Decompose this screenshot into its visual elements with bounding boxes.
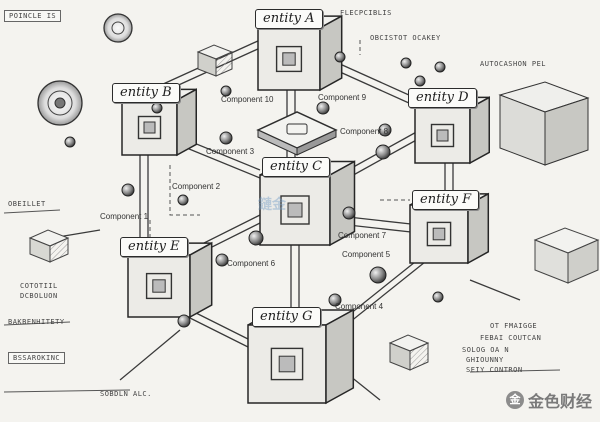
note-left-4: BAKBENHITETY: [8, 318, 65, 326]
component-4-label: Component 4: [335, 302, 384, 311]
cube-emblem-inner: [282, 52, 296, 66]
cube-side-face: [189, 241, 213, 319]
component-node: [121, 183, 135, 197]
component-node: [400, 57, 412, 69]
cube-side-face: [467, 192, 490, 265]
component-node: [432, 291, 444, 303]
component-node: [369, 266, 387, 284]
decor-top-small-cube: [196, 44, 234, 77]
entity-d-label: entity D: [408, 88, 477, 108]
cube-side-face: [469, 96, 490, 165]
note-bottom-right-4: GHIOUNNY: [466, 356, 504, 364]
component-node: [219, 131, 233, 145]
component-7-label: Component 7: [338, 231, 387, 240]
cube-emblem: [145, 272, 173, 300]
cube-emblem-inner: [152, 279, 166, 293]
note-bottom-left-1: BSSAROKINC: [8, 352, 66, 364]
component-1-label: Component 1: [100, 212, 149, 221]
watermark: 金 金色财经: [505, 388, 592, 412]
note-top-left: POINCLE IS: [4, 10, 62, 22]
component-8-label: Component 8: [340, 127, 389, 136]
component-3-label: Component 3: [206, 147, 255, 156]
entity-c-label: entity C: [262, 157, 331, 177]
note-top-right-a: FLECPCIBLIS: [340, 9, 392, 17]
component-node: [151, 102, 163, 114]
cube-emblem: [426, 221, 452, 247]
decor-left-block: [28, 229, 70, 263]
entity-f-label: entity F: [412, 190, 480, 210]
cube-emblem-inner: [287, 202, 303, 218]
note-left-1: OBEILLET: [8, 200, 46, 208]
note-bottom-right-1: OT FMAIGGE: [490, 322, 538, 330]
note-bottom-left-2: SOBDLN ALC.: [100, 390, 152, 398]
note-bottom-right-5: SEIY CONTRON: [466, 366, 523, 374]
entity-g-label: entity G: [252, 307, 321, 327]
cube-emblem-inner: [278, 355, 296, 373]
cube-emblem-inner: [436, 129, 449, 142]
note-bottom-right-3: SOLOG OA N: [462, 346, 510, 354]
decor-right-block: [533, 227, 600, 284]
component-node: [434, 61, 446, 73]
component-node: [334, 51, 346, 63]
entity-a-label: entity A: [255, 9, 323, 29]
central-platform: [256, 111, 338, 156]
note-bottom-right-2: FEBAI COUTCAN: [480, 334, 542, 342]
component-node: [414, 75, 426, 87]
note-top-right-b: OBCISTOT OCAKEY: [370, 34, 441, 42]
cube-emblem: [137, 115, 162, 140]
entity-b-label: entity B: [112, 83, 180, 103]
cube-emblem-inner: [143, 121, 156, 134]
cube-side-face: [329, 160, 356, 247]
component-node: [220, 85, 232, 97]
note-left-3: DCBOLUON: [20, 292, 58, 300]
decor-top-left-disk: [103, 13, 133, 43]
watermark-logo-icon: 金: [505, 391, 524, 409]
component-6-label: Component 6: [227, 259, 276, 268]
component-node: [316, 101, 330, 115]
cube-emblem: [270, 347, 304, 381]
component-node: [64, 136, 76, 148]
watermark-center: 鏈金: [258, 197, 286, 213]
cube-side-face: [176, 88, 197, 157]
component-node: [248, 230, 264, 246]
cube-side-face: [319, 14, 343, 92]
watermark-brand: 金色财经: [527, 392, 592, 411]
component-node: [328, 293, 342, 307]
component-node: [342, 206, 356, 220]
component-node: [177, 194, 189, 206]
decor-note-lines: [3, 209, 561, 393]
cube-side-face: [325, 308, 355, 405]
component-node: [378, 123, 392, 137]
component-node: [375, 144, 391, 160]
cube-emblem: [430, 123, 455, 148]
component-node: [177, 314, 191, 328]
component-10-label: Component 10: [221, 95, 274, 104]
entity-e-label: entity E: [120, 237, 188, 257]
decor-left-disk: [37, 80, 83, 126]
note-far-right: AUTOCASHON PEL: [480, 60, 547, 68]
component-2-label: Component 2: [172, 182, 221, 191]
component-node: [215, 253, 229, 267]
component-9-label: Component 9: [318, 93, 367, 102]
cube-emblem: [280, 195, 310, 225]
cube-emblem-inner: [432, 227, 446, 241]
decor-right-ball-cube: [498, 81, 590, 166]
component-5-label: Component 5: [342, 250, 391, 259]
note-left-2: COTOTIIL: [20, 282, 58, 290]
decor-bottom-right-cube: [388, 334, 430, 371]
cube-emblem: [275, 45, 303, 73]
